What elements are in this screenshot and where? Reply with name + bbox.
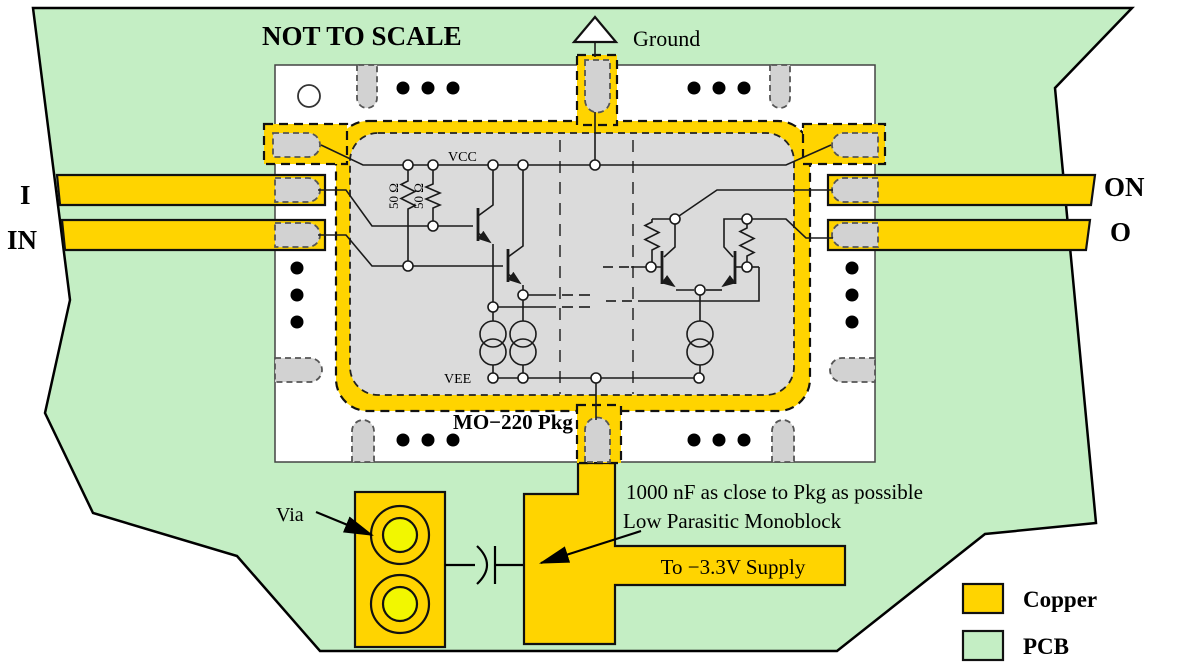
input-n-wire bbox=[318, 234, 503, 267]
current-source-1 bbox=[479, 312, 507, 373]
pad-left-lower bbox=[274, 357, 323, 383]
trace-output-n bbox=[826, 218, 1092, 252]
output-n-wire bbox=[752, 218, 833, 239]
pad-vee-bottom bbox=[584, 416, 611, 463]
current-source-3 bbox=[686, 295, 714, 373]
resistor-label-2: 50 Ω bbox=[411, 183, 426, 209]
vcc-label: VCC bbox=[448, 150, 477, 165]
pad-top-right bbox=[769, 64, 791, 109]
pad-output-p bbox=[831, 177, 879, 203]
via-2-icon bbox=[381, 585, 419, 623]
legend-label-copper: Copper bbox=[1023, 587, 1097, 612]
input-p-wire bbox=[318, 189, 473, 227]
pin-label-input-p: I bbox=[20, 180, 31, 210]
pin-ellipsis-dots bbox=[290, 81, 859, 447]
vee-label: VEE bbox=[444, 372, 471, 387]
resistor-label-1: 50 Ω bbox=[386, 183, 401, 209]
supply-copper-block bbox=[522, 461, 847, 646]
pad-top-left bbox=[356, 64, 378, 109]
package-pads bbox=[274, 64, 876, 463]
trace-input-p bbox=[55, 173, 327, 207]
schematic-nodes bbox=[402, 159, 753, 384]
pin1-marker bbox=[297, 84, 321, 108]
die-region bbox=[349, 132, 795, 396]
package-label: MO−220 Pkg bbox=[453, 410, 573, 434]
legend: Copper PCB bbox=[961, 582, 1097, 662]
pin-label-output-n: O bbox=[1110, 217, 1131, 247]
monoblock-pointer-arrow bbox=[538, 529, 642, 565]
via-2-ring bbox=[369, 573, 431, 635]
signal-traces bbox=[55, 173, 1097, 252]
cap-note-line2: Low Parasitic Monoblock bbox=[623, 509, 842, 533]
resistor-50ohm-2 bbox=[423, 165, 443, 227]
capacitor-symbol bbox=[445, 545, 524, 585]
via-pointer-arrow bbox=[315, 510, 374, 537]
trace-output-p bbox=[826, 173, 1097, 207]
ground-label: Ground bbox=[633, 26, 700, 51]
legend-swatch-copper bbox=[961, 582, 1005, 615]
pad-arm-left bbox=[272, 132, 321, 158]
pad-input-p bbox=[274, 177, 321, 203]
pad-input-n bbox=[274, 222, 321, 248]
legend-swatch-pcb bbox=[961, 629, 1005, 662]
via-1-icon bbox=[381, 516, 419, 554]
resistor-out-right bbox=[738, 224, 756, 262]
pad-bottom-right bbox=[771, 419, 795, 463]
via-pad-copper bbox=[353, 490, 447, 649]
supply-label: To −3.3V Supply bbox=[661, 555, 806, 579]
pad-bottom-left bbox=[351, 419, 375, 463]
pad-arm-right bbox=[831, 132, 879, 158]
pad-output-n bbox=[831, 222, 879, 248]
pad-right-lower bbox=[829, 357, 876, 383]
output-p-wire bbox=[678, 189, 833, 217]
via-label: Via bbox=[276, 504, 304, 526]
ground-arrow-icon bbox=[571, 15, 619, 44]
resistor-50ohm-1 bbox=[399, 165, 417, 265]
legend-label-pcb: PCB bbox=[1023, 634, 1069, 659]
not-to-scale-warning: NOT TO SCALE bbox=[262, 21, 462, 51]
pin-label-output-p: ON bbox=[1104, 172, 1145, 202]
vcc-rail bbox=[320, 144, 832, 166]
die-schematic bbox=[318, 42, 833, 420]
pin-label-input-n: IN bbox=[7, 225, 38, 255]
cap-note-line1: 1000 nF as close to Pkg as possible bbox=[626, 480, 923, 504]
resistor-out-left bbox=[643, 219, 661, 262]
current-source-2 bbox=[509, 300, 537, 373]
pad-ground-top bbox=[584, 59, 611, 114]
trace-input-n bbox=[60, 218, 327, 252]
